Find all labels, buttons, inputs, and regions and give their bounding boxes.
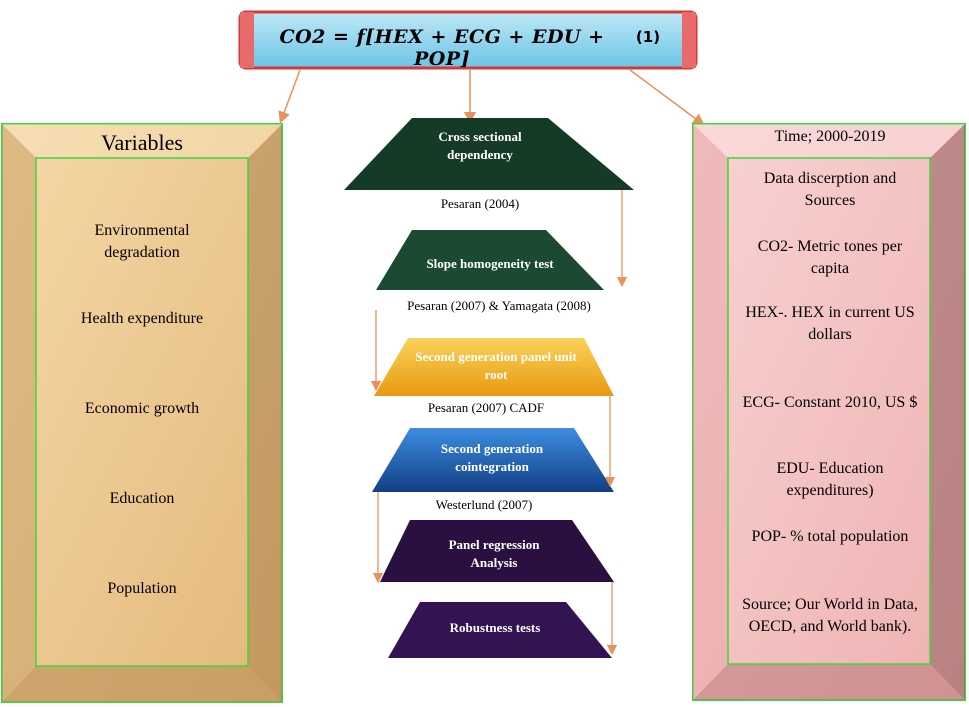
step-caption: Westerlund (2007)	[435, 497, 533, 512]
step-label: Cross sectional dependency	[438, 129, 522, 162]
trapezoid-panel-regression	[380, 520, 614, 582]
variable-item: Education	[109, 490, 175, 507]
equation-banner	[238, 10, 698, 70]
trapezoid-slope-homogeneity	[376, 230, 604, 290]
variable-item: Environmental degradation	[94, 222, 190, 261]
arrow-to-data	[629, 69, 705, 126]
step-label: Second generation panel unit root	[415, 349, 577, 382]
arrow-to-variables	[278, 69, 301, 124]
data-item: ECG- Constant 2010, US $	[742, 394, 918, 411]
data-box-frame	[692, 123, 966, 701]
variables-box-frame	[1, 123, 283, 703]
step-label: Slope homogeneity test	[426, 256, 554, 271]
trapezoid-cross-sectional	[344, 118, 634, 190]
step-caption: Pesaran (2004)	[440, 196, 520, 211]
data-item: Data discerption and Sources	[763, 170, 897, 209]
data-item: POP- % total population	[751, 528, 909, 545]
equation-number: (1)	[635, 28, 661, 46]
data-item: EDU- Education expenditures)	[776, 460, 884, 499]
trapezoid-cointegration	[372, 428, 614, 492]
variable-item: Economic growth	[84, 400, 200, 417]
step-label: Robustness tests	[449, 620, 541, 635]
data-item: Source; Our World in Data, OECD, and Wor…	[742, 596, 918, 635]
step-caption: Pesaran (2007) CADF	[427, 400, 545, 415]
variable-item: Health expenditure	[80, 310, 204, 327]
variable-item: Population	[107, 580, 177, 597]
data-box-title: Time; 2000-2019	[774, 128, 886, 145]
data-item: CO2- Metric tones per capita	[757, 238, 903, 277]
step-label: Panel regression Analysis	[448, 537, 540, 570]
step-label: Second generation cointegration	[440, 441, 544, 474]
step-caption: Pesaran (2007) & Yamagata (2008)	[407, 298, 591, 313]
trapezoid-robustness	[388, 602, 612, 658]
data-item: HEX-. HEX in current US dollars	[745, 304, 915, 343]
equation-formula: CO2 = f[HEX + ECG + EDU + POP]	[279, 26, 605, 70]
trapezoid-unit-root	[374, 338, 614, 396]
variables-title: Variables	[101, 130, 183, 155]
